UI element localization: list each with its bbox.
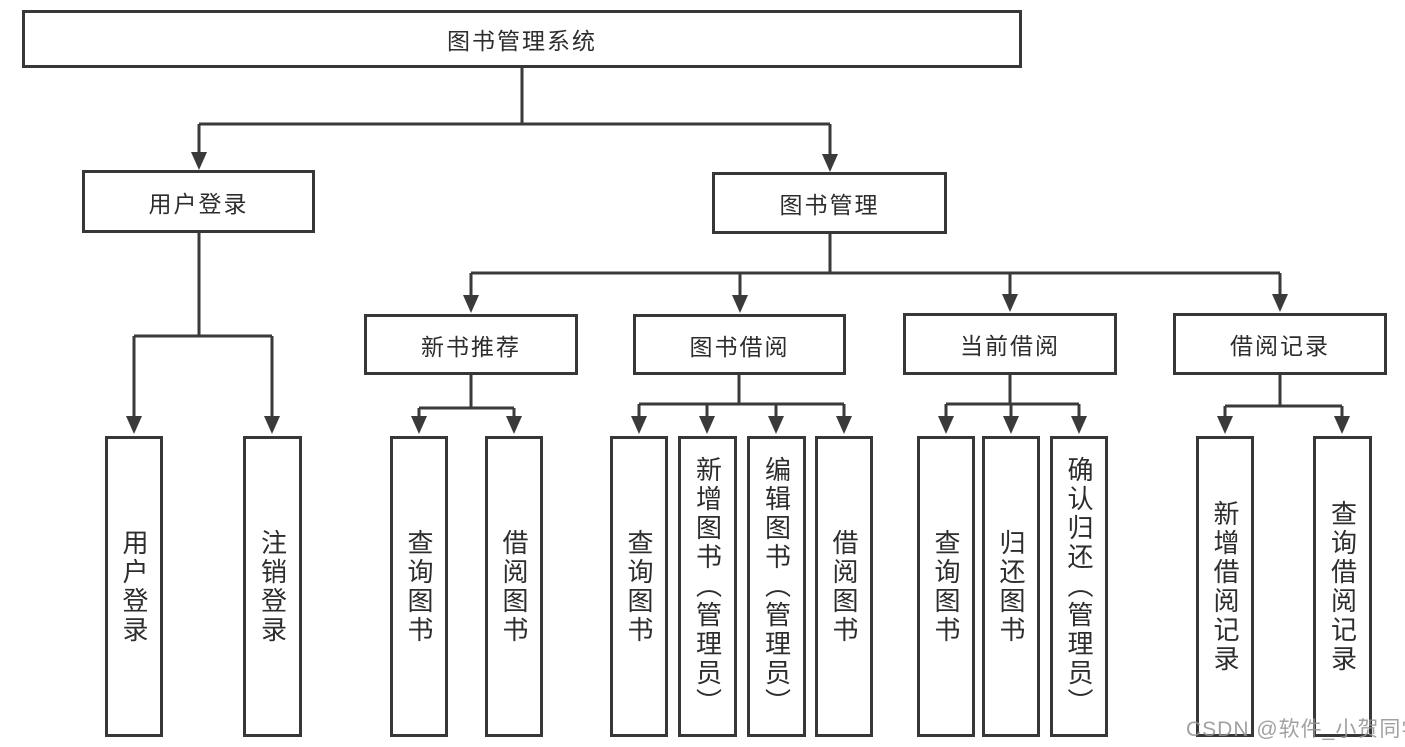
- node-root-system: 图书管理系统: [22, 10, 1022, 68]
- leaf-query-books-3: 查询图书: [917, 436, 975, 737]
- node-borrow-records-label: 借阅记录: [1230, 333, 1330, 359]
- leaf-add-borrow-record: 新增借阅记录: [1196, 436, 1254, 737]
- leaf-return-books-label: 归还图书: [996, 528, 1026, 645]
- arrowhead-icons: [126, 152, 1350, 434]
- node-current-borrow-label: 当前借阅: [960, 333, 1060, 359]
- node-book-borrow: 图书借阅: [633, 314, 846, 375]
- node-book-management-label: 图书管理: [779, 192, 880, 218]
- leaf-confirm-return-admin-label: 确认归还（管理员）: [1064, 456, 1094, 717]
- leaf-query-books-3-label: 查询图书: [931, 528, 961, 645]
- leaf-query-books-1: 查询图书: [390, 436, 448, 737]
- node-book-management: 图书管理: [712, 172, 947, 234]
- node-borrow-records: 借阅记录: [1173, 313, 1387, 375]
- node-user-login-label: 用户登录: [148, 190, 249, 217]
- leaf-edit-books-admin-label: 编辑图书（管理员）: [761, 456, 792, 717]
- leaf-borrow-books-1: 借阅图书: [485, 436, 543, 737]
- leaf-borrow-books-1-label: 借阅图书: [499, 528, 529, 645]
- leaf-query-borrow-record: 查询借阅记录: [1313, 436, 1372, 737]
- leaf-query-books-1-label: 查询图书: [404, 528, 434, 645]
- node-new-book-recommend-label: 新书推荐: [421, 333, 521, 360]
- leaf-borrow-books-2-label: 借阅图书: [829, 528, 859, 645]
- leaf-add-books-admin-label: 新增图书（管理员）: [692, 456, 723, 717]
- leaf-user-login: 用户登录: [105, 436, 163, 737]
- watermark: CSDN @软件_小贺同学: [1186, 718, 1405, 741]
- node-book-borrow-label: 图书借阅: [689, 333, 790, 360]
- leaf-query-books-2: 查询图书: [610, 436, 668, 737]
- node-current-borrow: 当前借阅: [903, 313, 1117, 375]
- node-new-book-recommend: 新书推荐: [364, 314, 578, 375]
- leaf-user-login-label: 用户登录: [119, 528, 149, 645]
- leaf-add-borrow-record-label: 新增借阅记录: [1210, 499, 1240, 674]
- node-root-label: 图书管理系统: [447, 28, 597, 54]
- leaf-edit-books-admin: 编辑图书（管理员）: [747, 436, 806, 737]
- leaf-logout-label: 注销登录: [257, 528, 288, 645]
- node-user-login: 用户登录: [82, 170, 315, 233]
- leaf-borrow-books-2: 借阅图书: [815, 436, 873, 737]
- leaf-query-books-2-label: 查询图书: [624, 528, 654, 645]
- leaf-confirm-return-admin: 确认归还（管理员）: [1050, 436, 1108, 737]
- leaf-query-borrow-record-label: 查询借阅记录: [1327, 499, 1358, 674]
- leaf-add-books-admin: 新增图书（管理员）: [678, 436, 737, 737]
- leaf-return-books: 归还图书: [982, 436, 1040, 737]
- leaf-logout: 注销登录: [243, 436, 302, 737]
